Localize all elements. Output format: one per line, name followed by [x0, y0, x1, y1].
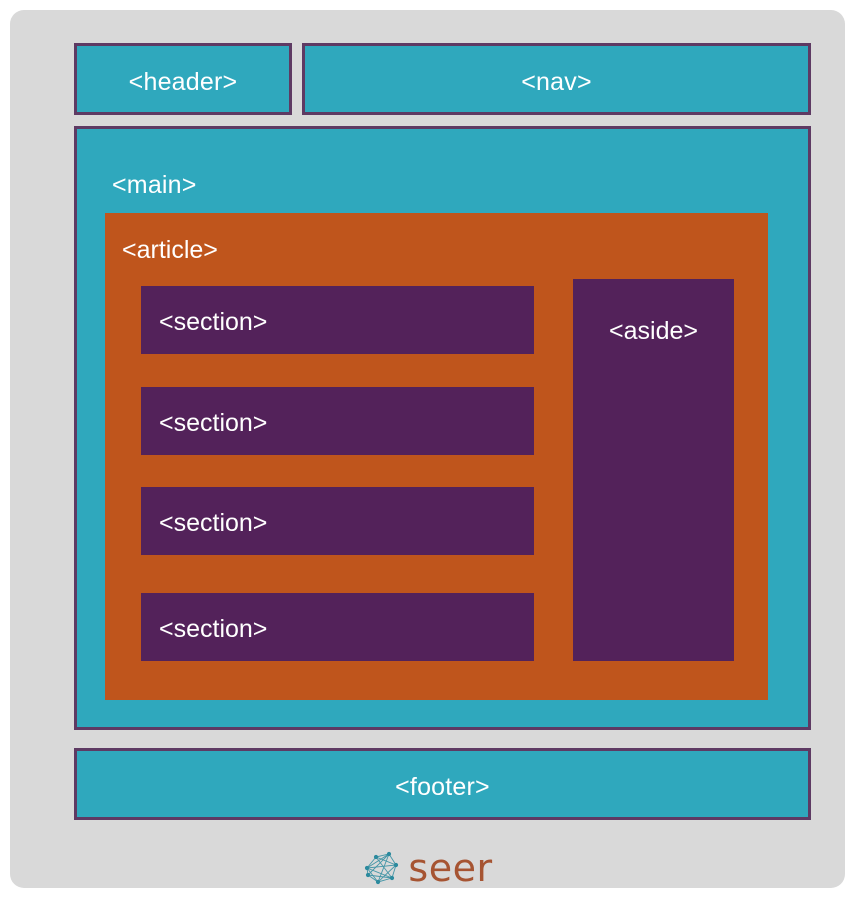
diagram-box-footer-label: <footer>	[395, 773, 490, 801]
diagram-box-section-label: <section>	[159, 308, 268, 336]
diagram-box-header-label: <header>	[128, 68, 238, 96]
diagram-box-section-label: <section>	[159, 615, 268, 643]
diagram-box-section[interactable]: <section>	[141, 487, 534, 555]
diagram-box-article-label: <article>	[122, 236, 218, 264]
diagram-box-footer[interactable]: <footer>	[74, 748, 811, 820]
diagram-box-section[interactable]: <section>	[141, 286, 534, 354]
diagram-box-section-label: <section>	[159, 509, 268, 537]
diagram-box-section-label: <section>	[159, 409, 268, 437]
diagram-box-nav[interactable]: <nav>	[302, 43, 811, 115]
brand-name: seer	[408, 846, 493, 890]
diagram-box-section[interactable]: <section>	[141, 387, 534, 455]
network-graph-icon	[365, 851, 399, 885]
diagram-box-aside[interactable]: <aside>	[573, 279, 734, 661]
brand-logo: seer	[10, 842, 845, 894]
diagram-box-aside-label: <aside>	[609, 317, 698, 345]
diagram-box-header[interactable]: <header>	[74, 43, 292, 115]
diagram-box-nav-label: <nav>	[521, 68, 592, 96]
page-panel: <header> <nav> <main> <article> <section…	[10, 10, 845, 888]
diagram-box-main-label: <main>	[112, 171, 197, 199]
diagram-box-section[interactable]: <section>	[141, 593, 534, 661]
